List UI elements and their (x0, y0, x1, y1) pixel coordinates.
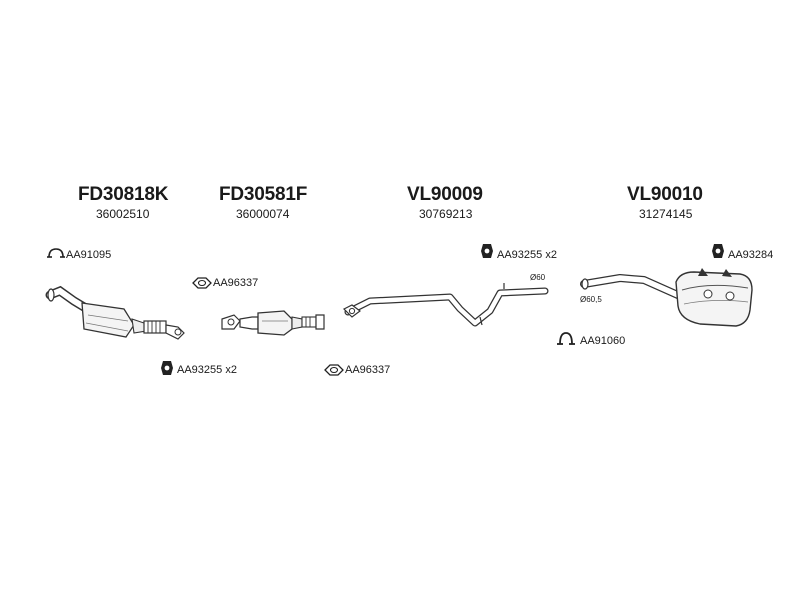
catalytic-converter-mid (221, 310, 325, 336)
product-code-vl90010: VL90010 (627, 184, 703, 205)
middle-pipe (342, 283, 549, 327)
clamp-icon (557, 332, 575, 345)
ref-rubber-mid: AA93255 x2 (497, 249, 557, 261)
clamp-icon (47, 248, 65, 258)
rubber-mount-icon (712, 244, 724, 258)
gasket-icon (324, 364, 344, 376)
ref-clamp-left: AA91095 (66, 249, 112, 261)
part-number-fd30818k: 36002510 (96, 207, 150, 221)
gasket-icon (192, 277, 212, 289)
rear-silencer (580, 268, 753, 327)
ref-rubber-right: AA93284 (728, 249, 774, 261)
rubber-mount-icon (481, 244, 493, 258)
part-number-vl90010: 31274145 (639, 207, 693, 221)
dimension-rear-pipe: Ø60,5 (580, 295, 602, 304)
part-number-vl90009: 30769213 (419, 207, 473, 221)
rubber-mount-icon (161, 361, 173, 375)
ref-gasket-mid: AA96337 (345, 364, 391, 376)
part-number-fd30581f: 36000074 (236, 207, 290, 221)
product-code-fd30818k: FD30818K (78, 184, 169, 205)
dimension-mid-pipe: Ø60 (530, 273, 546, 282)
ref-gasket-left: AA96337 (213, 277, 259, 289)
ref-clamp-right: AA91060 (580, 335, 626, 347)
product-code-fd30581f: FD30581F (219, 184, 308, 205)
ref-rubber-left: AA93255 x2 (177, 364, 237, 376)
product-code-vl90009: VL90009 (407, 184, 483, 205)
catalytic-converter-front (45, 285, 185, 340)
